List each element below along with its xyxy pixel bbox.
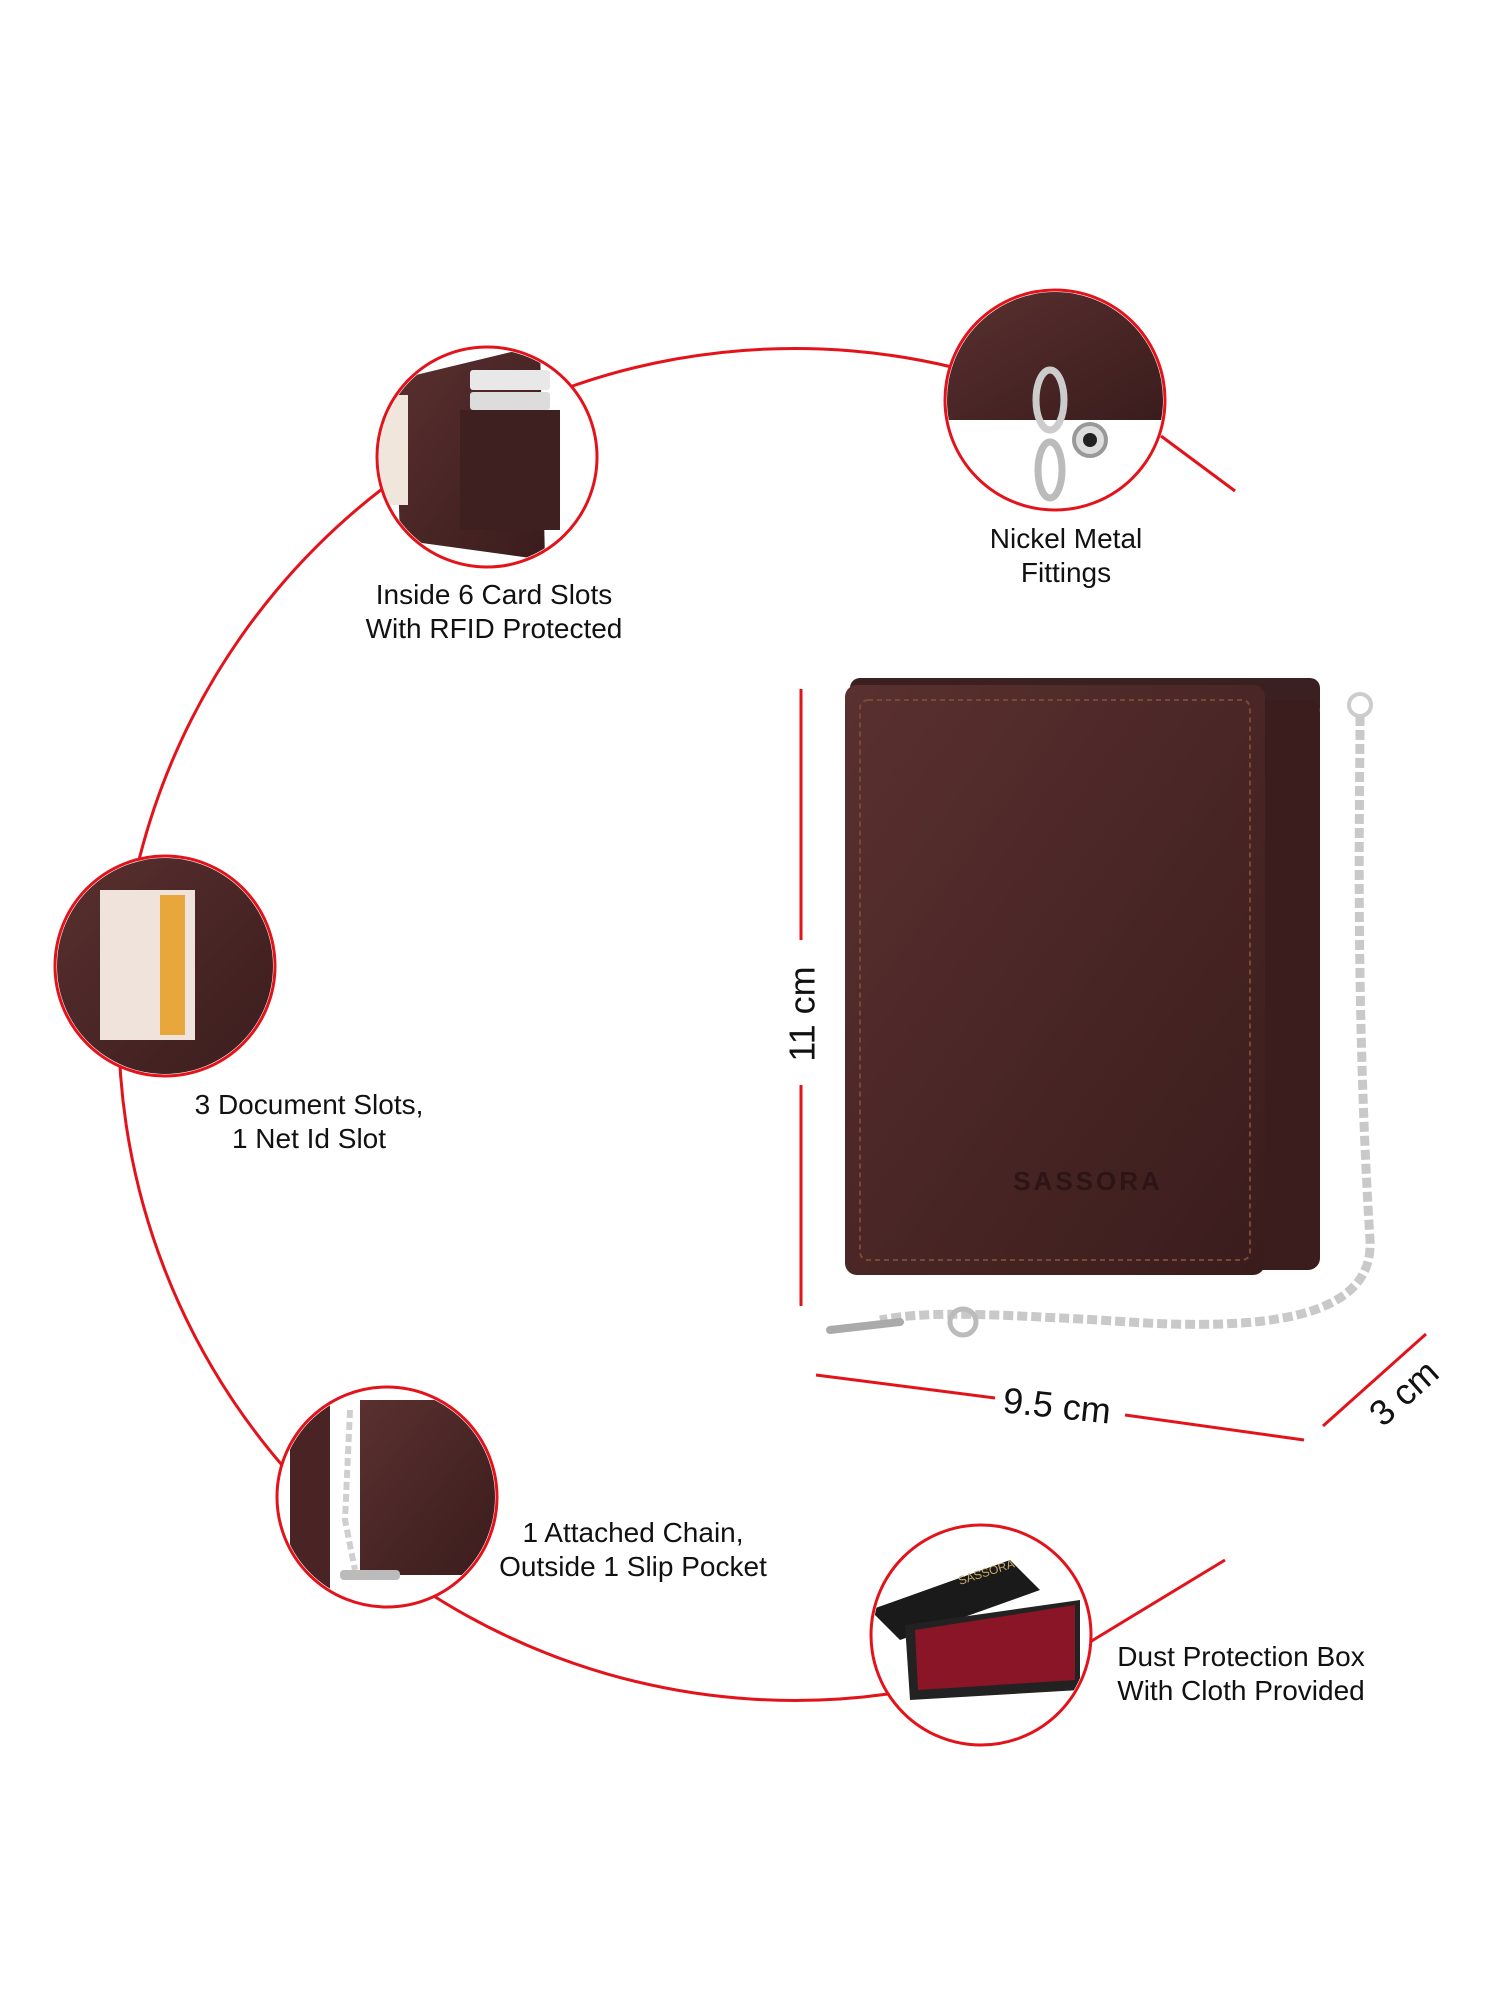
feature-label-dust-box: Dust Protection Box With Cloth Provided	[1117, 1640, 1364, 1708]
feature-line: 3 Document Slots,	[194, 1089, 424, 1120]
wallet-product-image: SASSORA	[826, 678, 1375, 1338]
wallet-chain	[879, 715, 1375, 1329]
feature-line: Inside 6 Card Slots	[375, 579, 613, 610]
feature-line: Nickel Metal	[989, 523, 1143, 554]
feature-line: 1 Attached Chain,	[522, 1517, 744, 1548]
height-dimension-label: 11 cm	[781, 966, 823, 1062]
feature-line: With RFID Protected	[365, 613, 623, 644]
connector-tail-bottom	[1084, 1558, 1226, 1647]
chain-closeup	[275, 1385, 499, 1609]
document-slot-closeup	[53, 854, 277, 1078]
feature-line: Fittings	[1020, 557, 1112, 588]
feature-label-card-slots: Inside 6 Card Slots With RFID Protected	[366, 578, 623, 646]
feature-line: With Cloth Provided	[1117, 1675, 1365, 1706]
gift-box-closeup: SASSORA	[869, 1523, 1093, 1747]
metal-fitting-closeup	[943, 288, 1167, 512]
dimension-lines	[799, 689, 1427, 1442]
feature-label-chain: 1 Attached Chain, Outside 1 Slip Pocket	[499, 1516, 767, 1584]
feature-line: 1 Net Id Slot	[231, 1123, 387, 1154]
feature-label-nickel-fittings: Nickel Metal Fittings	[990, 522, 1142, 590]
wallet-brand-logo: SASSORA	[1013, 1166, 1163, 1196]
feature-line: Dust Protection Box	[1117, 1641, 1365, 1672]
connector-tail-top	[1160, 434, 1236, 493]
feature-line: Outside 1 Slip Pocket	[499, 1551, 767, 1582]
feature-label-document-slots: 3 Document Slots, 1 Net Id Slot	[195, 1088, 424, 1156]
card-slots-closeup	[375, 345, 599, 569]
